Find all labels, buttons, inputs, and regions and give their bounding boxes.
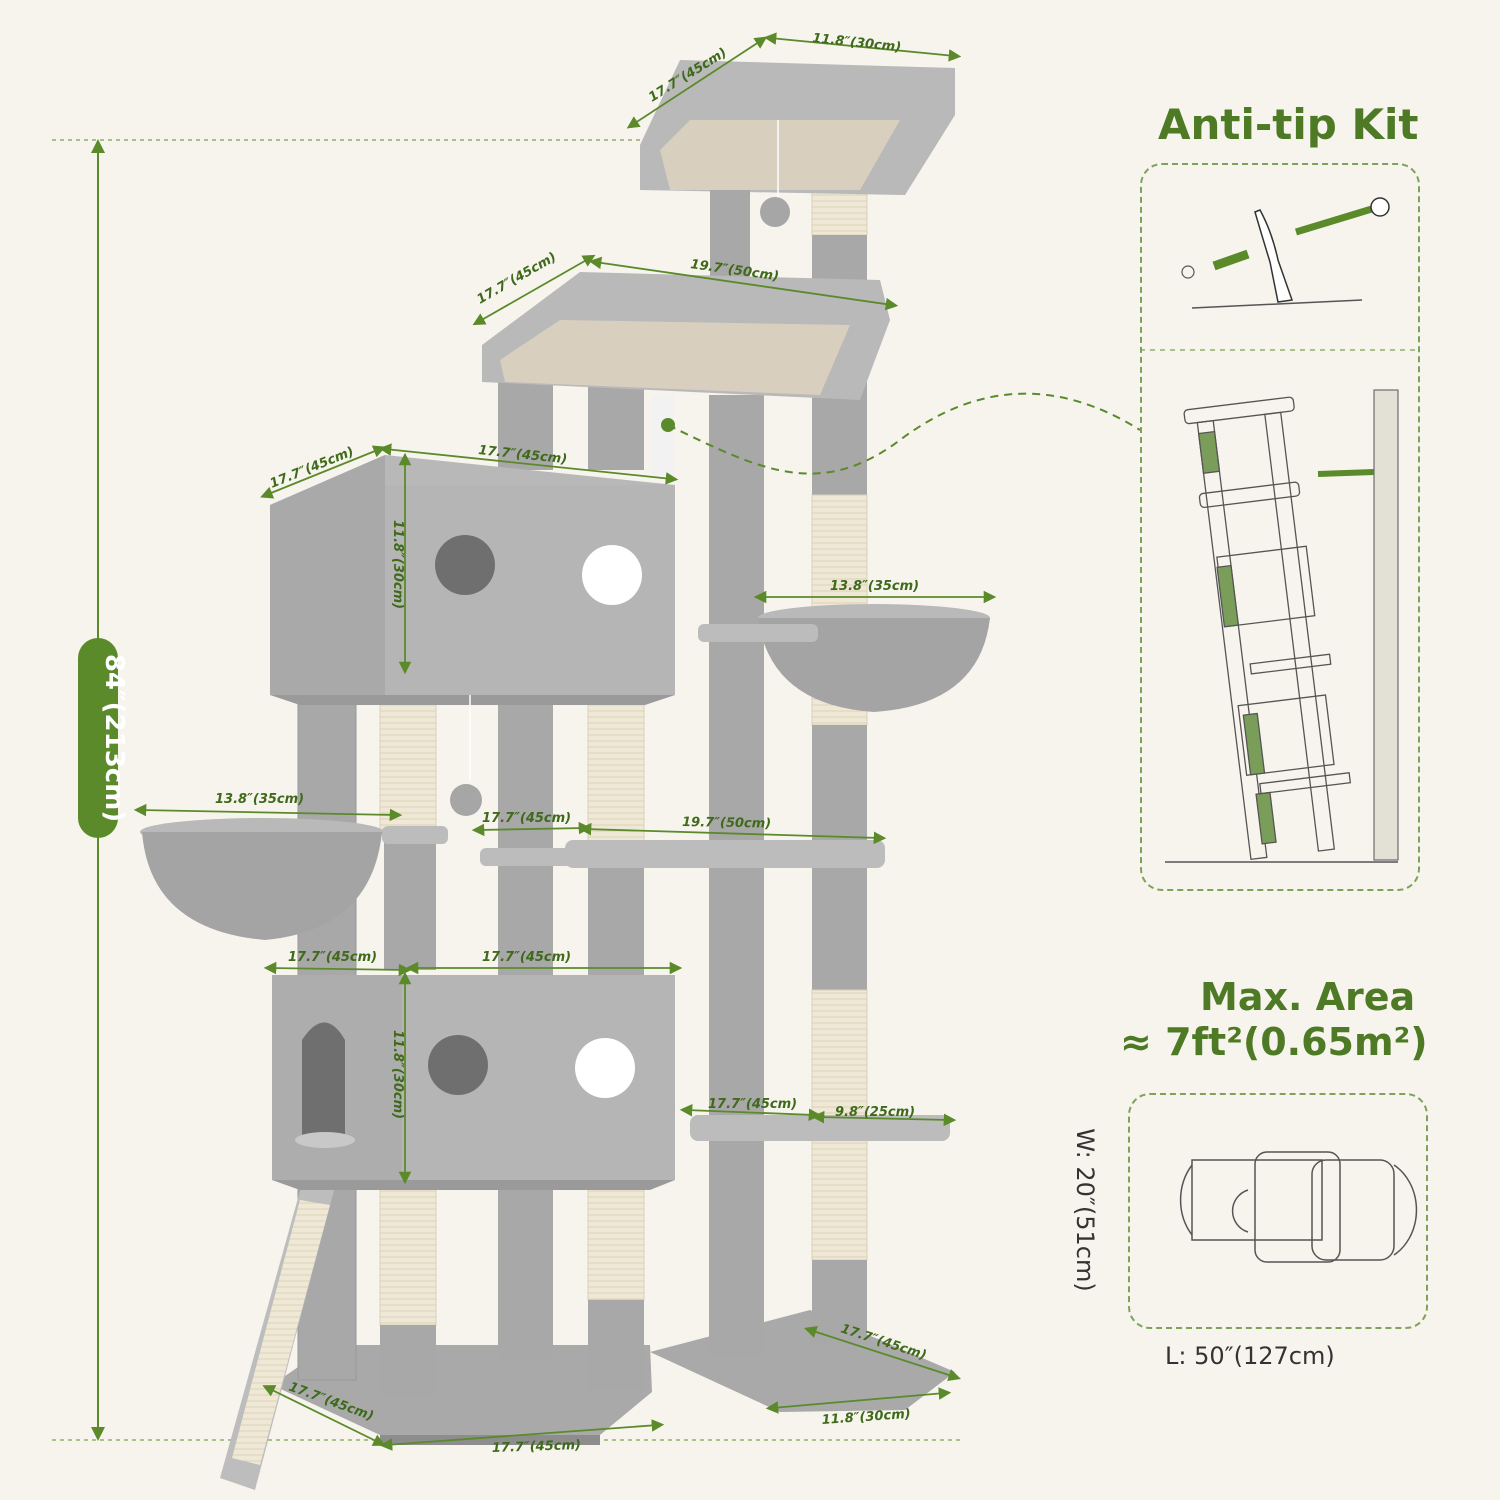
anti-tip-box [1140,163,1420,891]
upper-cube-height-label: 11.8″(30cm) [390,520,405,609]
anti-tip-illustrations [1140,197,1420,863]
wall-icon [1165,389,1399,863]
area-length-label: L: 50″(127cm) [1165,1342,1335,1370]
right-hammock-width-label: 13.8″(35cm) [830,579,919,594]
left-tower [140,320,764,1490]
dimension-lines [133,32,997,1451]
max-area-title: Max. Area [1200,975,1416,1019]
step-width-label: 9.8″(25cm) [835,1105,915,1120]
height-dimension: 84″(213cm) [52,139,960,1441]
lower-cube-depth-label: 17.7″(45cm) [288,950,377,965]
area-width-label: W: 20″(51cm) [1071,1128,1099,1292]
right-base-width-label: 11.8″(30cm) [821,1407,911,1428]
max-area-box [1128,1093,1428,1329]
left-base-width-label: 17.7″(45cm) [492,1438,582,1456]
anchor-icon [1181,249,1250,279]
max-area-value: ≈ 7ft²(0.65m²) [1120,1020,1428,1064]
height-label: 84″(213cm) [99,654,129,822]
lower-cube-width-label: 17.7″(45cm) [482,950,571,965]
top-perch-width-label: 11.8″(30cm) [812,31,902,55]
step-depth-label: 17.7″(45cm) [708,1097,797,1112]
anti-tip-connector [661,392,1141,475]
footprint-outline-icon [1179,1151,1418,1263]
screw-icon [1254,197,1390,303]
left-hammock-width-label: 13.8″(35cm) [215,792,304,807]
anti-tip-title: Anti-tip Kit [1158,100,1419,149]
tilted-tower-outline-icon [1183,396,1352,861]
middle-platform-width-label: 19.7″(50cm) [682,815,771,832]
lower-cube-height-label: 11.8″(30cm) [390,1030,405,1119]
shelf-width-label: 17.7″(45cm) [482,811,571,826]
